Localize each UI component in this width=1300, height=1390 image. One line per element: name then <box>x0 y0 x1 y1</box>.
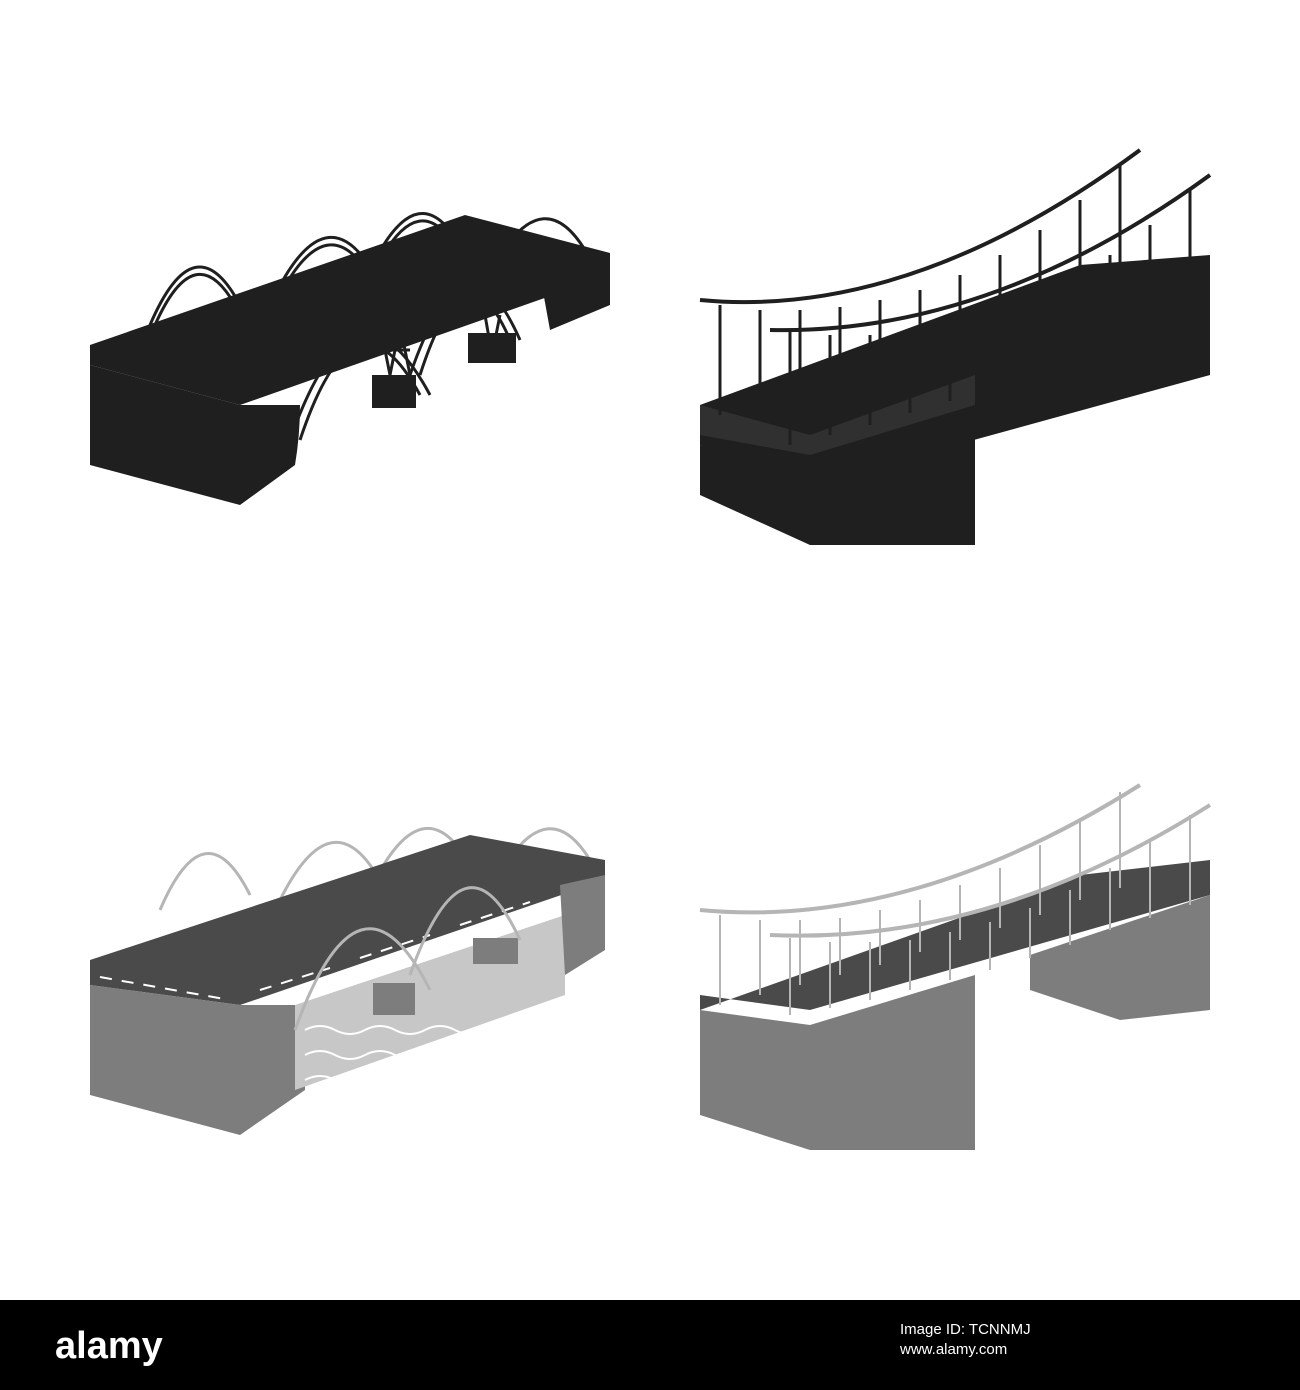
image-id-label: Image ID: TCNNMJ <box>900 1321 1031 1338</box>
suspension-bridge-solid-icon <box>699 148 1212 545</box>
suspension-bridge-mono-icon <box>699 783 1212 1150</box>
arch-bridge-mono-icon <box>90 826 605 1135</box>
alamy-logo: alamy <box>55 1325 163 1367</box>
arch-bridge-solid-icon <box>90 212 610 505</box>
icon-sheet <box>90 148 1212 1150</box>
site-url: www.alamy.com <box>900 1341 1008 1358</box>
stock-footer: alamy Image ID: TCNNMJ www.alamy.com <box>0 1300 1300 1390</box>
image-credit: Image ID: TCNNMJ www.alamy.com <box>900 1320 1260 1370</box>
svg-text:alamy: alamy <box>55 1325 163 1367</box>
